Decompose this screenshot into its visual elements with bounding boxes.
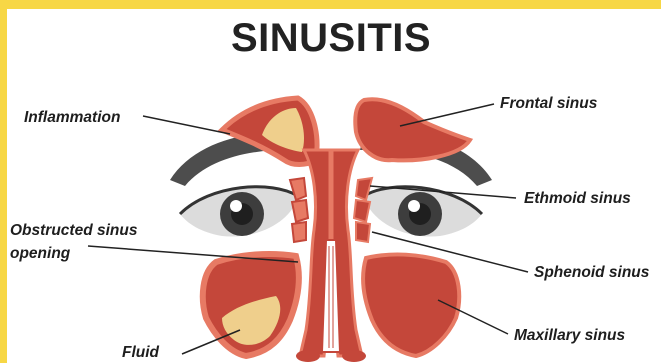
label-obstructed-line1: Obstructed sinus [10,222,138,239]
right-frontal-sinus [355,99,470,160]
label-obstructed-line2: opening [10,245,71,262]
label-fluid: Fluid [122,344,160,361]
label-inflammation: Inflammation [24,109,120,126]
diagram-title: SINUSITIS [231,16,431,60]
right-nostril [342,350,366,362]
label-frontal-sinus: Frontal sinus [500,95,598,112]
left-ethmoid-sinus [290,178,308,242]
label-ethmoid-sinus: Ethmoid sinus [524,190,631,207]
right-maxillary-sinus [363,255,459,356]
nasal-septum [322,240,340,352]
right-ethmoid-sinus [354,178,372,242]
left-maxillary-sinus [203,254,299,356]
left-nostril [296,350,320,362]
label-maxillary-sinus: Maxillary sinus [514,327,626,344]
label-sphenoid-sinus: Sphenoid sinus [534,264,650,281]
left-eye [180,187,298,237]
inflammation-leader-line [143,116,230,134]
